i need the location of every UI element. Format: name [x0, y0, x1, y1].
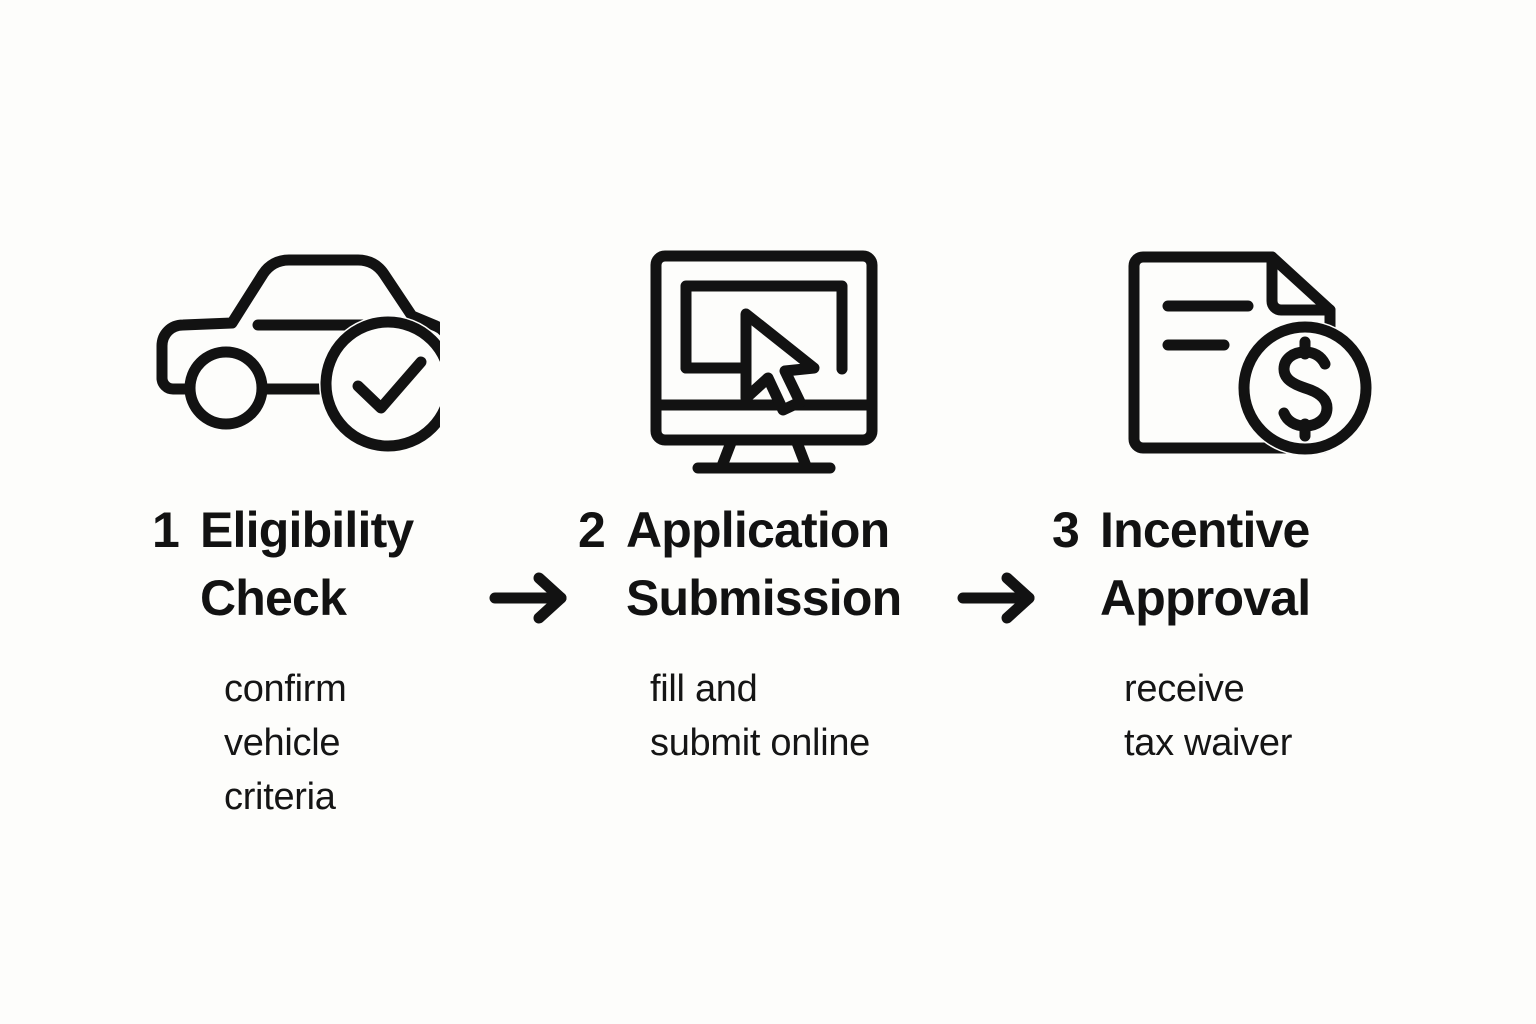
step-1-number: 1: [152, 502, 180, 558]
step-2-text-block: 2 Application Submission fill and submit…: [578, 496, 998, 770]
step-2-desc-line-1: fill and: [650, 668, 758, 710]
step-2-desc-line-2: submit online: [650, 722, 870, 764]
step-3-heading: 3 Incentive Approval: [1052, 496, 1472, 632]
icon-row: [0, 238, 1536, 624]
step-2-heading: 2 Application Submission: [578, 496, 998, 632]
dollar-badge: [1237, 320, 1373, 456]
mouse-cursor-icon: [740, 308, 820, 416]
step-3-description: receive tax waiver: [1124, 662, 1472, 770]
connector-arrow-1: [487, 568, 577, 628]
step-2-title-line-2: Submission: [626, 570, 902, 626]
step-3-icon-slot: [1120, 238, 1420, 478]
step-1-description: confirm vehicle criteria: [224, 662, 572, 824]
arrow-right-icon: [489, 572, 567, 624]
step-1-desc-line-3: criteria: [224, 776, 336, 818]
step-3-title-line-2: Approval: [1100, 570, 1311, 626]
step-1-desc-line-2: vehicle: [224, 722, 341, 764]
step-1-title-line-2: Check: [200, 570, 347, 626]
step-text-row: 1 Eligibility Check confirm vehicle crit…: [0, 496, 1536, 836]
step-2-description: fill and submit online: [650, 662, 998, 770]
step-1-desc-line-1: confirm: [224, 668, 347, 710]
step-2-number: 2: [578, 502, 606, 558]
step-1-title: Eligibility Check: [200, 496, 572, 632]
step-1-title-line-1: Eligibility: [200, 502, 414, 558]
step-1-text-block: 1 Eligibility Check confirm vehicle crit…: [152, 496, 572, 824]
dollar-sign-icon: [1278, 336, 1333, 442]
step-2-title-line-1: Application: [626, 502, 890, 558]
step-1-heading: 1 Eligibility Check: [152, 496, 572, 632]
step-2-title: Application Submission: [626, 496, 998, 632]
document-dollar-icon: [1128, 251, 1373, 456]
connector-arrow-2: [955, 568, 1045, 628]
step-3-title: Incentive Approval: [1100, 496, 1472, 632]
check-badge: [319, 315, 440, 453]
step-2-icon-slot: [640, 238, 940, 478]
step-3-number: 3: [1052, 502, 1080, 558]
step-3-title-line-1: Incentive: [1100, 502, 1310, 558]
car-check-icon: [156, 254, 440, 453]
arrow-right-icon: [957, 572, 1035, 624]
step-3-text-block: 3 Incentive Approval receive tax waiver: [1052, 496, 1472, 770]
step-1-icon-slot: [140, 238, 440, 478]
step-3-desc-line-1: receive: [1124, 668, 1245, 710]
monitor-cursor-icon: [650, 250, 878, 474]
checkmark-icon: [352, 356, 427, 414]
step-3-desc-line-2: tax waiver: [1124, 722, 1293, 764]
